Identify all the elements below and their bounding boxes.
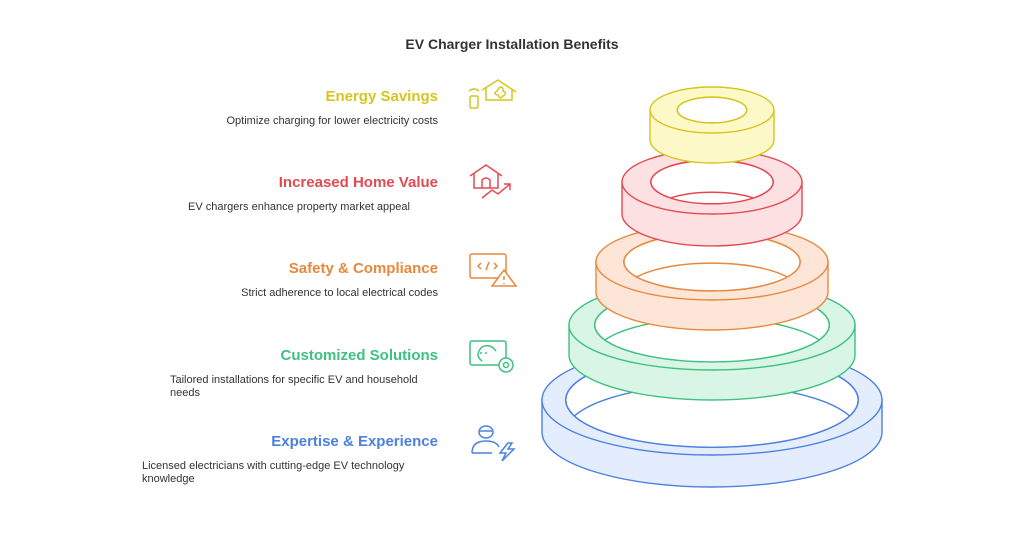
electrician-bolt-icon [471, 425, 516, 461]
settings-gear-icon [469, 340, 514, 373]
ring-0 [649, 86, 775, 164]
benefit-safety-compliance: Safety & Compliance Strict adherence to … [98, 260, 438, 300]
code-warning-icon [469, 253, 518, 287]
benefit-description: EV chargers enhance property market appe… [188, 201, 410, 213]
ring-2 [595, 223, 829, 331]
benefit-energy-savings: Energy Savings Optimize charging for low… [98, 88, 438, 128]
ring-1 [621, 149, 803, 247]
smart-home-fan-icon [468, 79, 517, 109]
benefit-title: Energy Savings [325, 88, 438, 105]
benefit-home-value: Increased Home Value EV chargers enhance… [188, 174, 438, 214]
benefit-description: Optimize charging for lower electricity … [226, 115, 438, 127]
benefit-title: Increased Home Value [278, 174, 438, 191]
home-value-trend-icon [469, 164, 511, 199]
benefit-title: Safety & Compliance [288, 260, 438, 277]
benefit-description: Tailored installations for specific EV a… [170, 374, 418, 399]
benefit-title: Customized Solutions [280, 347, 439, 364]
benefit-description: Licensed electricians with cutting-edge … [142, 460, 405, 485]
benefit-customized-solutions: Customized Solutions Tailored installati… [148, 347, 438, 400]
benefit-expertise: Expertise & Experience Licensed electric… [138, 433, 438, 486]
diagram-title: EV Charger Installation Benefits [405, 36, 619, 52]
benefit-title: Expertise & Experience [271, 433, 438, 450]
benefit-description: Strict adherence to local electrical cod… [241, 287, 438, 299]
